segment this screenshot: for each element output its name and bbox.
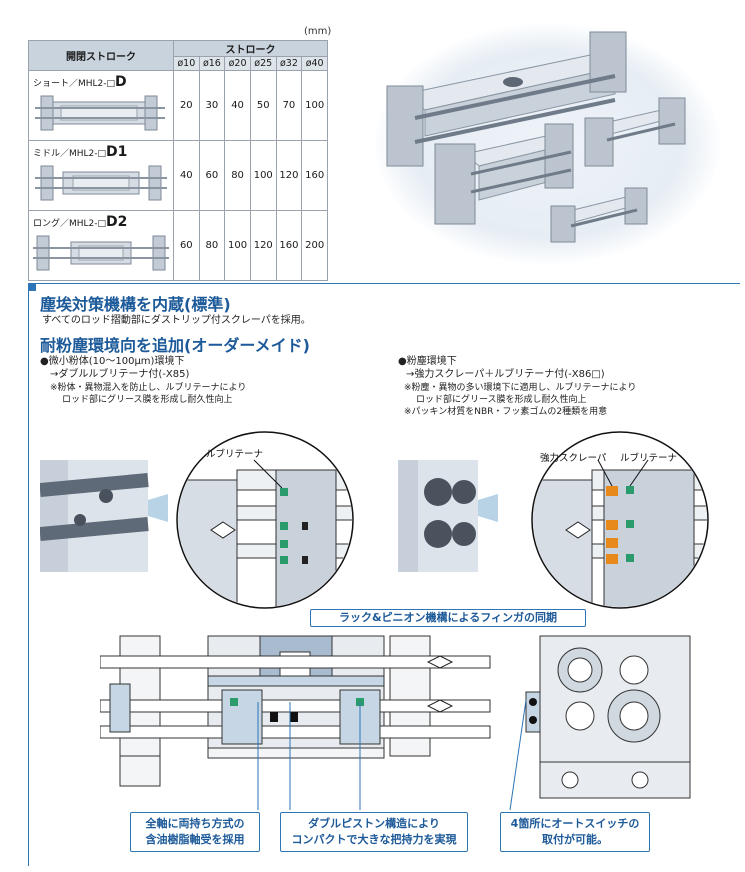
callout-piston-line2: コンパクトで大きな把持力を実現: [291, 833, 457, 846]
bore-header: ø32: [275, 56, 303, 71]
callout-piston-line1: ダブルピストン構造により: [308, 817, 440, 830]
section2-title: 耐粉塵環境向を追加(オーダーメイド): [40, 336, 310, 355]
model-cell: ショート／MHL2-□D: [28, 70, 174, 141]
gripper-medium: [434, 123, 574, 225]
right-detail-figure: [398, 431, 709, 609]
bore-header: ø10: [173, 56, 200, 71]
middle-gripper-image: [35, 165, 167, 201]
stroke-value: 100: [249, 140, 277, 211]
stroke-value: 20: [173, 70, 200, 141]
callout-switch-line1: 4箇所にオートスイッチの: [510, 817, 640, 830]
model-prefix: ミドル／MHL2-□: [33, 149, 107, 159]
stroke-value: 120: [275, 140, 303, 211]
section1-desc: すべてのロッド摺動部にダストリップ付スクレーパを採用。: [42, 315, 311, 326]
stroke-value: 60: [173, 210, 200, 281]
right-bullet: ●粉塵環境下: [398, 356, 457, 367]
left-note1: ※粉体・異物混入を防止し、ルブリテーナにより: [50, 383, 247, 393]
bore-header: ø20: [224, 56, 251, 71]
callout-switch-line2: 取付が可能。: [542, 833, 608, 846]
stroke-value: 160: [275, 210, 303, 281]
callout-bearing-line1: 全軸に両持ち方式の: [145, 817, 245, 830]
long-gripper-image: [33, 235, 169, 271]
right-note3: ※パッキン材質をNBR・フッ素ゴムの2種類を用意: [404, 407, 608, 417]
callout-bearing-line2: 含油樹脂軸受を採用: [145, 833, 245, 846]
stroke-value: 40: [173, 140, 200, 211]
bore-header: ø16: [198, 56, 226, 71]
stroke-value: 80: [224, 140, 251, 211]
model-suffix: D2: [106, 214, 128, 230]
right-label-scraper: 強力スクレーパ: [540, 453, 607, 464]
callout-bearing: 全軸に両持ち方式の 含油樹脂軸受を採用: [130, 812, 260, 852]
model-suffix: D: [115, 74, 127, 90]
cross-section-drawing: [100, 635, 491, 787]
table-row: ミドル／MHL2-□D1 40 60 80 100 120 160: [28, 140, 328, 211]
gripper-small: [584, 97, 686, 167]
stroke-table: 開閉ストローク ストローク ø10 ø16 ø20 ø25 ø32 ø40 ショ…: [28, 40, 328, 281]
unit-label: (mm): [304, 26, 332, 37]
stroke-value: 200: [301, 210, 328, 281]
stroke-value: 100: [224, 210, 251, 281]
section1-title: 塵埃対策機構を内蔵(標準): [40, 295, 231, 314]
callout-rack-pinion: ラック&ピニオン機構によるフィンガの同期: [310, 609, 586, 627]
stroke-value: 120: [249, 210, 277, 281]
stroke-value: 70: [275, 70, 303, 141]
right-arrow: →強力スクレーパ＋ルブリテーナ付(-X86□): [406, 369, 605, 380]
header-stroke: ストローク: [173, 40, 328, 57]
leader-lines: [257, 700, 527, 811]
model-cell: ミドル／MHL2-□D1: [28, 140, 174, 211]
left-arrow: →ダブルルブリテーナ付(-X85): [50, 369, 190, 380]
callout-double-piston: ダブルピストン構造により コンパクトで大きな把持力を実現: [280, 812, 468, 852]
callout-auto-switch: 4箇所にオートスイッチの 取付が可能。: [500, 812, 650, 852]
gripper-smallest: [550, 187, 648, 243]
table-row: ショート／MHL2-□D 20 30 40 50 70 100: [28, 70, 328, 141]
stroke-value: 40: [224, 70, 251, 141]
model-prefix: ロング／MHL2-□: [33, 219, 107, 229]
right-label-lubretainer: ルブリテーナ: [620, 453, 678, 464]
model-prefix: ショート／MHL2-□: [33, 79, 116, 89]
short-gripper-image: [35, 95, 165, 131]
feature-panel: [28, 283, 740, 866]
left-note2: ロッド部にグリース膜を形成し耐久性向上: [62, 395, 233, 405]
left-detail-figure: [40, 431, 354, 609]
gripper-large: [386, 31, 627, 167]
model-suffix: D1: [106, 144, 128, 160]
bore-header: ø40: [301, 56, 328, 71]
left-label-lubretainer: ルブリテーナ: [206, 449, 264, 460]
stroke-value: 100: [301, 70, 328, 141]
header-model: 開閉ストローク: [28, 40, 174, 71]
left-bullet: ●微小粉体(10～100μm)環境下: [40, 356, 185, 367]
stroke-value: 160: [301, 140, 328, 211]
product-photo: [386, 31, 686, 243]
stroke-value: 60: [198, 140, 226, 211]
stroke-value: 80: [198, 210, 226, 281]
bore-header: ø25: [249, 56, 277, 71]
side-view-drawing: [525, 635, 691, 799]
model-cell: ロング／MHL2-□D2: [28, 210, 174, 281]
table-row: ロング／MHL2-□D2 60 80 100 120 160 200: [28, 210, 328, 281]
stroke-value: 50: [249, 70, 277, 141]
right-note1: ※粉塵・異物の多い環境下に適用し、ルブリテーナにより: [404, 383, 637, 393]
stroke-value: 30: [198, 70, 226, 141]
right-note2: ロッド部にグリース膜を形成し耐久性向上: [416, 395, 587, 405]
